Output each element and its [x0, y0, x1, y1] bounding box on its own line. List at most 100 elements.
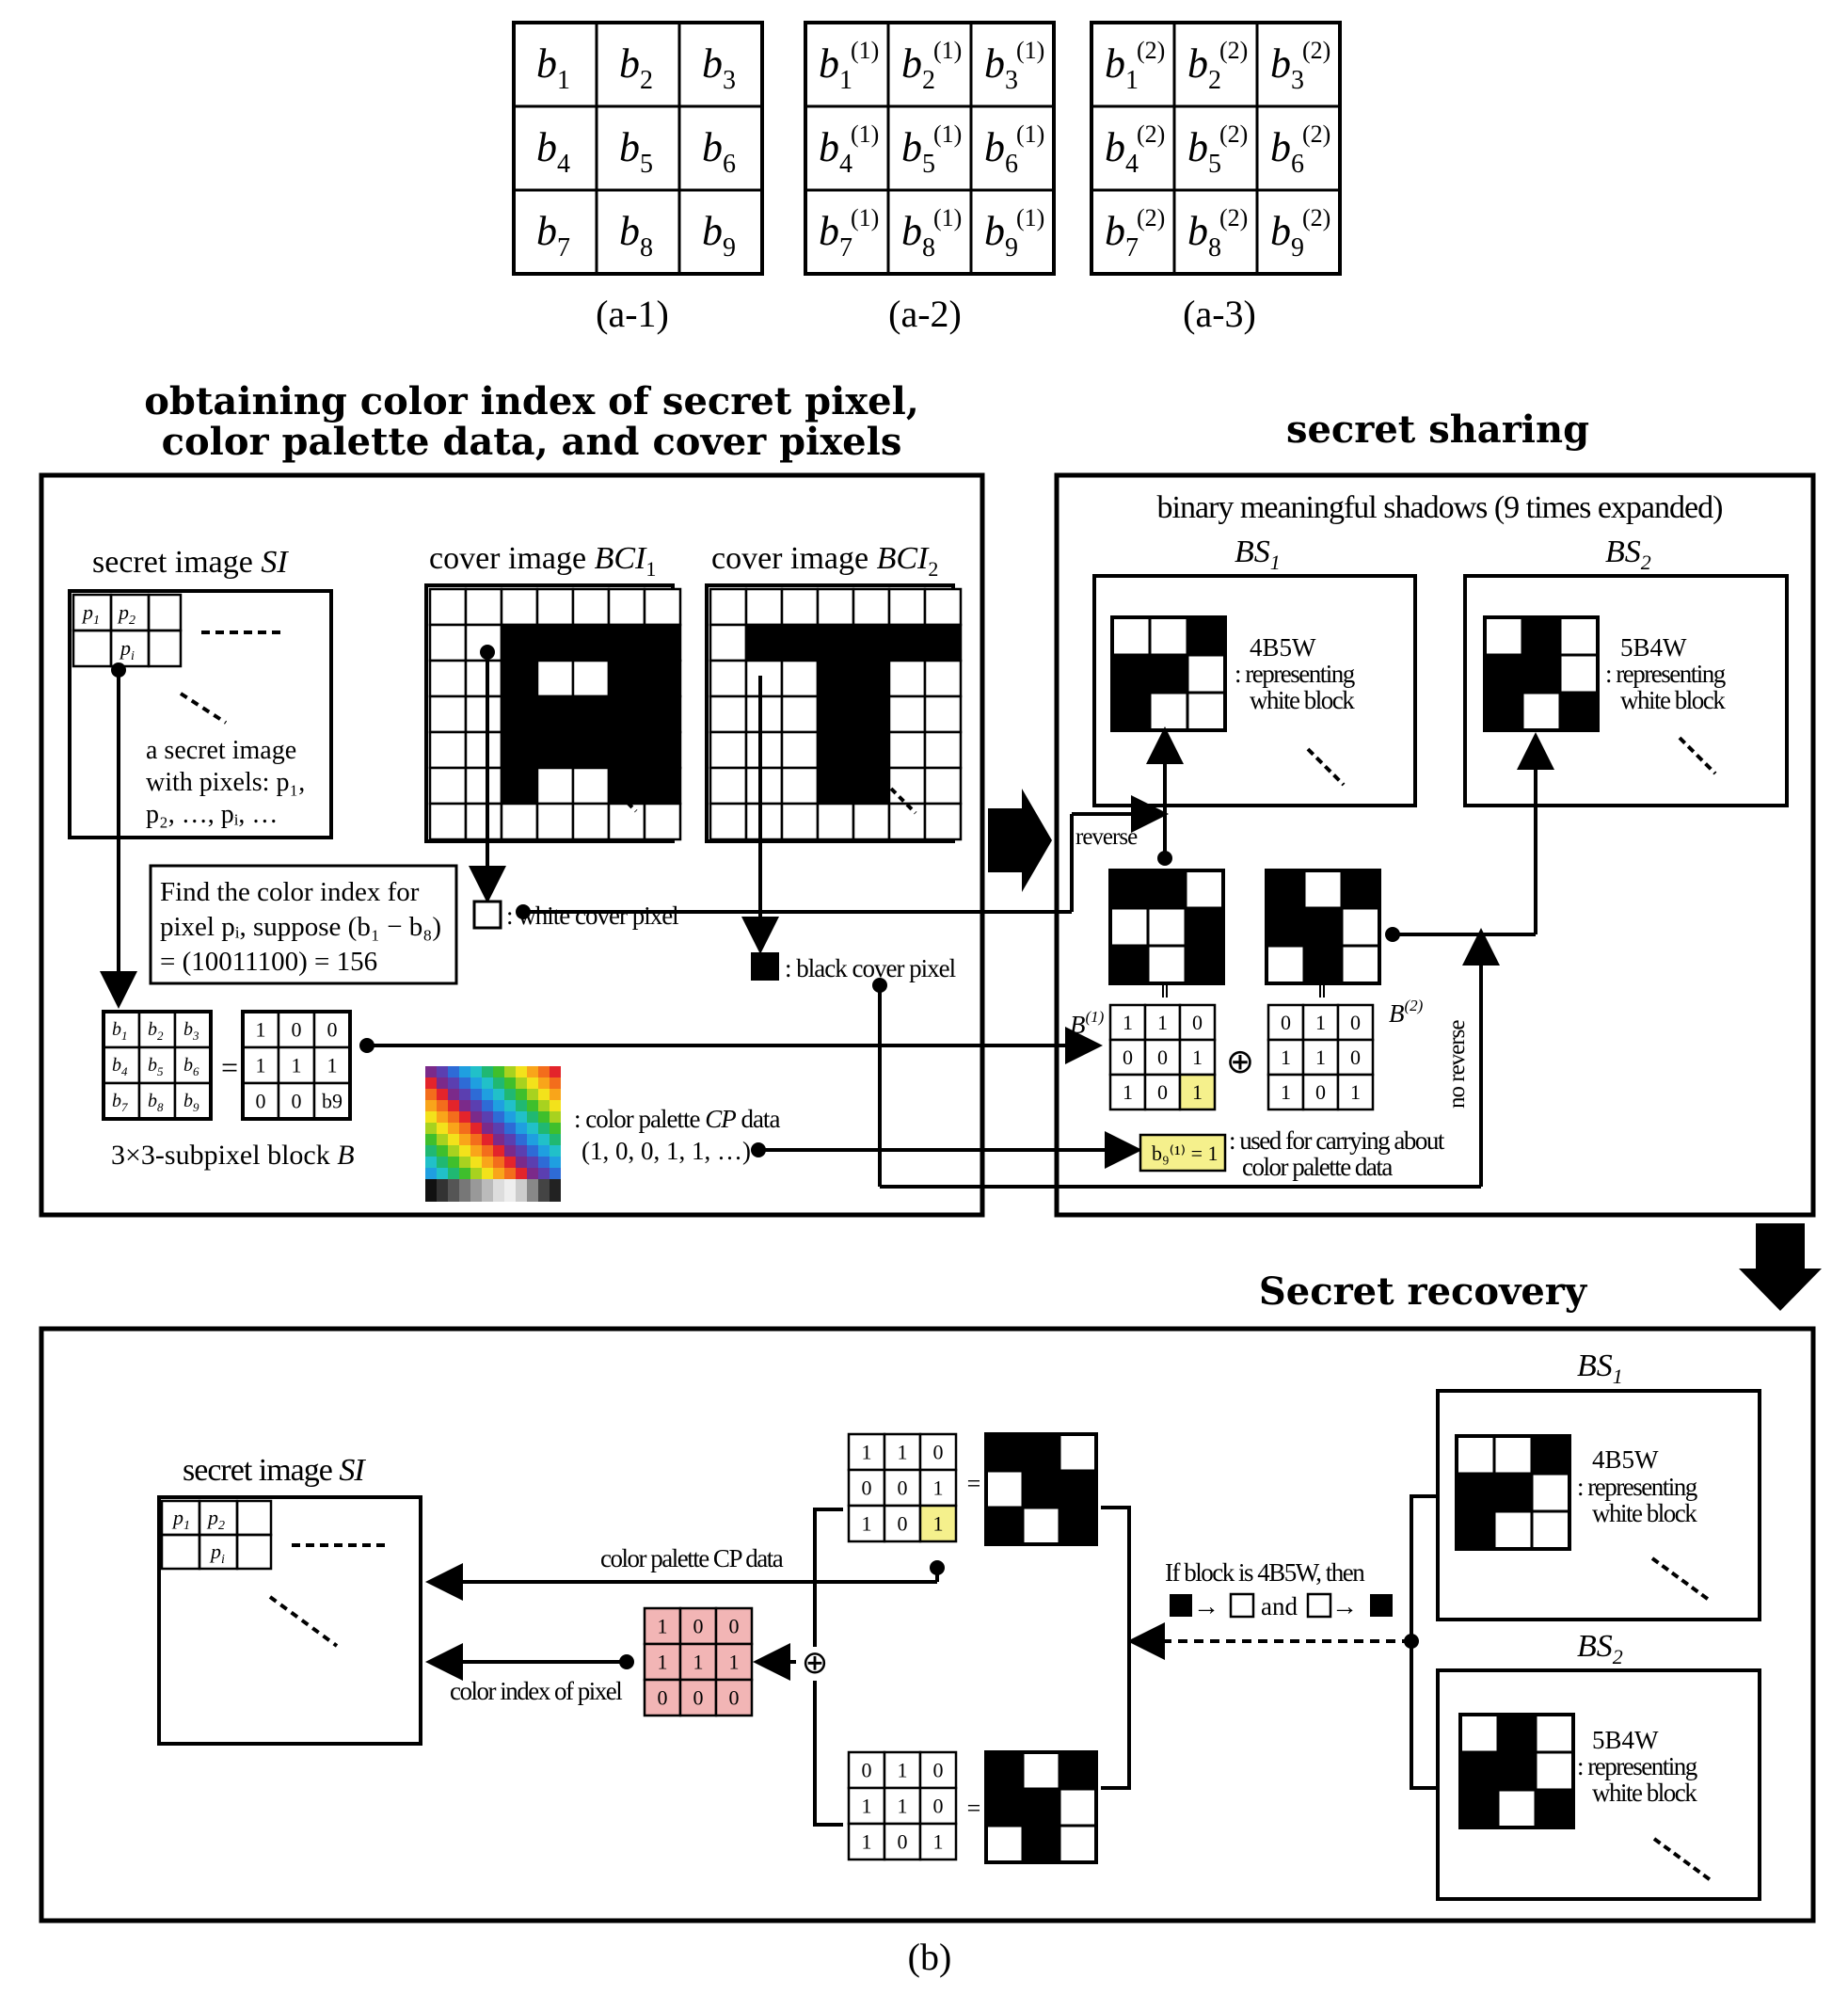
cover-pixel [923, 730, 963, 770]
rec-top-cell [1058, 1432, 1098, 1473]
grid-cell-value: b9 [322, 1090, 343, 1113]
cover-pixel [709, 730, 748, 770]
panel-heading-line2: color palette data, and cover pixels [162, 420, 902, 464]
cover-pixel [887, 802, 927, 841]
palette-swatch [425, 1145, 437, 1157]
grid-cell-value: 1 [898, 1795, 908, 1818]
right-bracket [1101, 1506, 1131, 1790]
find-line1: Find the color index for [160, 877, 420, 907]
grid-cell [714, 1642, 754, 1682]
find-index-box [149, 864, 458, 985]
palette-swatch [459, 1168, 470, 1179]
palette-swatch [437, 1089, 448, 1100]
grid-cell [1178, 1038, 1217, 1077]
cover-pixel [709, 694, 748, 734]
cover-pixel [535, 623, 575, 662]
b2-cell [1265, 869, 1306, 910]
cover-pixel [643, 730, 682, 770]
bs1-desc1: : representing [1235, 660, 1355, 688]
b2-source-dot [1385, 927, 1400, 942]
grid-cell-value: 1 [898, 1759, 908, 1782]
palette-swatch [550, 1089, 561, 1100]
palette-swatch [459, 1066, 470, 1077]
arrow-glyph-a: → [1193, 1592, 1219, 1621]
palette-swatch [493, 1123, 504, 1134]
rec-bottom-cell [1058, 1824, 1098, 1864]
cover-pixel [923, 623, 963, 662]
cover-pixel [643, 766, 682, 806]
white-square-a [1229, 1592, 1255, 1619]
palette-swatch [425, 1100, 437, 1111]
palette-swatch [459, 1123, 470, 1134]
cover1-diag-dots [610, 785, 638, 813]
cover-pixel [709, 802, 748, 841]
right-panel-frame [1054, 472, 1816, 1218]
cover-pixel [780, 587, 820, 627]
cover-pixel [571, 766, 611, 806]
cover-pixel [571, 694, 611, 734]
grid-a1-label: b9 [702, 208, 736, 263]
cover-pixel [709, 659, 748, 698]
cover-pixel [535, 587, 575, 627]
b1-cell [1108, 869, 1150, 910]
grid-cell-value: 1 [862, 1830, 872, 1854]
grid-a2-label: b6(1) [984, 120, 1044, 179]
cover-pixel [887, 659, 927, 698]
grid-cell-value: 0 [1192, 1011, 1203, 1034]
bs1-cell [1110, 653, 1152, 694]
recovery-top-block [984, 1432, 1098, 1546]
b2-border [1265, 869, 1381, 985]
b1-label: B(1) [1070, 1008, 1105, 1039]
rec-top-border [984, 1432, 1098, 1546]
block-equals: = [221, 1050, 238, 1084]
rec-bottom-cell [1058, 1750, 1098, 1791]
grid-cell-value: 0 [292, 1090, 302, 1113]
bs2-cell [1521, 653, 1562, 694]
grid-cell [1267, 1003, 1305, 1042]
caption-b: (b) [908, 1936, 952, 1978]
grid-a1-cell [677, 188, 764, 276]
rec-bs1-cell [1492, 1472, 1534, 1513]
palette-swatch [482, 1179, 493, 1190]
rec-bs1-block [1455, 1434, 1571, 1551]
palette-swatch [425, 1134, 437, 1145]
grid-cell-value: 0 [1350, 1011, 1361, 1034]
cover-pixel [744, 587, 784, 627]
shadows-title: binary meaningful shadows (9 times expan… [1157, 490, 1723, 525]
bs1-cell [1148, 615, 1189, 657]
grid-cell-value: 1 [898, 1441, 908, 1464]
bs2-cell [1483, 653, 1524, 694]
grid-a2-label: b8(1) [901, 204, 962, 263]
palette-swatch [425, 1066, 437, 1077]
grid-cell [847, 1504, 886, 1543]
grid-cell [312, 1081, 352, 1121]
palette-swatch [459, 1111, 470, 1123]
palette-swatch [448, 1066, 459, 1077]
find-line2: pixel pᵢ, suppose (b₁ − b₈) [160, 912, 441, 942]
palette-swatch [538, 1066, 550, 1077]
palette-swatch [504, 1157, 516, 1168]
b2-cell [1302, 869, 1344, 910]
rec-top-cell [1021, 1432, 1061, 1473]
palette-swatch [448, 1077, 459, 1089]
palette-swatch [550, 1100, 561, 1111]
palette-swatch [538, 1123, 550, 1134]
grid-cell-value: 0 [898, 1512, 908, 1536]
cover-pixel [643, 587, 682, 627]
cover-pixel [709, 623, 748, 662]
palette-swatch [437, 1077, 448, 1089]
palette-swatch [482, 1111, 493, 1123]
grid-cell-value: 1 [256, 1054, 266, 1077]
white-pixel-source-dot [480, 645, 495, 660]
palette-swatch [493, 1134, 504, 1145]
palette-swatch [437, 1066, 448, 1077]
cover1-title: cover image BCI1 [429, 541, 656, 581]
b1-cell [1146, 869, 1187, 910]
rec-bs2-cell [1458, 1750, 1500, 1792]
grid-a1-label: b7 [536, 208, 570, 263]
palette-swatch [550, 1134, 561, 1145]
palette-swatch [482, 1123, 493, 1134]
